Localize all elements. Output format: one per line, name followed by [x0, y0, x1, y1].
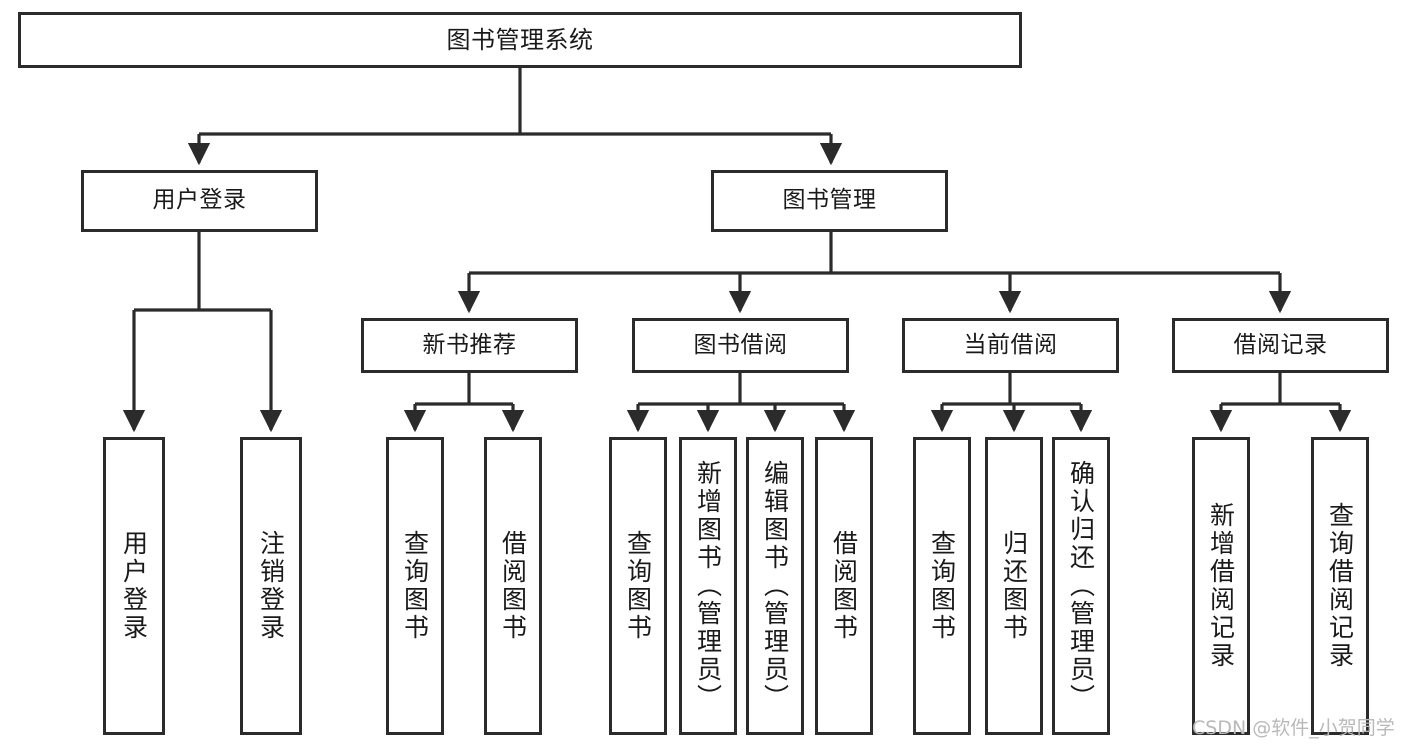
node-borrow-records[interactable]: 借阅记录	[1172, 318, 1389, 373]
node-user-login-label: 用户登录	[152, 187, 247, 214]
node-leaf-add-book-admin-label: 新增图书（管理员）	[693, 460, 723, 712]
node-leaf-borrow-book-rec[interactable]: 借阅图书	[484, 437, 542, 735]
node-new-book-recommend[interactable]: 新书推荐	[361, 318, 578, 373]
node-book-borrow-label: 图书借阅	[693, 331, 788, 358]
node-leaf-borrow-book[interactable]: 借阅图书	[815, 437, 873, 735]
node-leaf-query-book-borrow[interactable]: 查询图书	[609, 437, 667, 735]
node-leaf-query-book-current-label: 查询图书	[927, 530, 957, 642]
node-leaf-return-book-label: 归还图书	[999, 530, 1029, 642]
node-leaf-query-borrow-record[interactable]: 查询借阅记录	[1311, 437, 1369, 735]
node-leaf-query-book-rec-label: 查询图书	[400, 530, 430, 642]
node-new-book-recommend-label: 新书推荐	[422, 331, 517, 358]
node-leaf-confirm-return-admin[interactable]: 确认归还（管理员）	[1052, 437, 1110, 735]
node-root[interactable]: 图书管理系统	[18, 12, 1022, 68]
node-leaf-borrow-book-rec-label: 借阅图书	[498, 530, 528, 642]
node-leaf-add-book-admin[interactable]: 新增图书（管理员）	[679, 437, 737, 735]
node-leaf-query-book-rec[interactable]: 查询图书	[386, 437, 444, 735]
node-leaf-logout[interactable]: 注销登录	[240, 437, 302, 735]
node-leaf-borrow-book-label: 借阅图书	[829, 530, 859, 642]
node-book-management-label: 图书管理	[782, 187, 877, 214]
node-book-borrow[interactable]: 图书借阅	[632, 318, 849, 373]
node-leaf-confirm-return-admin-label: 确认归还（管理员）	[1066, 460, 1096, 712]
node-leaf-return-book[interactable]: 归还图书	[985, 437, 1043, 735]
node-leaf-add-borrow-record[interactable]: 新增借阅记录	[1192, 437, 1250, 735]
node-leaf-add-borrow-record-label: 新增借阅记录	[1206, 502, 1236, 670]
node-leaf-user-login-label: 用户登录	[119, 530, 149, 642]
watermark-text: CSDN @软件_小贺同学	[1192, 717, 1395, 739]
node-leaf-query-book-borrow-label: 查询图书	[623, 530, 653, 642]
node-root-label: 图书管理系统	[446, 25, 594, 54]
node-leaf-edit-book-admin-label: 编辑图书（管理员）	[760, 460, 790, 712]
node-leaf-user-login[interactable]: 用户登录	[103, 437, 165, 735]
node-current-borrow[interactable]: 当前借阅	[902, 318, 1119, 373]
node-borrow-records-label: 借阅记录	[1233, 331, 1328, 358]
node-leaf-logout-label: 注销登录	[256, 530, 286, 642]
node-leaf-query-borrow-record-label: 查询借阅记录	[1325, 502, 1355, 670]
node-book-management[interactable]: 图书管理	[711, 170, 948, 232]
node-user-login[interactable]: 用户登录	[81, 170, 318, 232]
node-leaf-query-book-current[interactable]: 查询图书	[913, 437, 971, 735]
node-leaf-edit-book-admin[interactable]: 编辑图书（管理员）	[746, 437, 804, 735]
node-current-borrow-label: 当前借阅	[963, 331, 1058, 358]
